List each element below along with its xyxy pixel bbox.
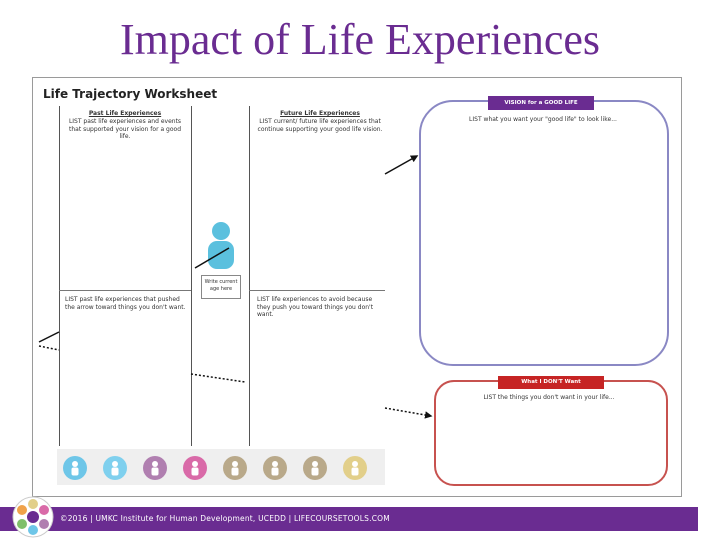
worksheet-title: Life Trajectory Worksheet [43, 87, 218, 101]
good-trajectory-arrow [384, 155, 419, 175]
future-negative-text: LIST life experiences to avoid because t… [257, 296, 374, 318]
trajectory-lines [38, 155, 433, 419]
bad-trajectory-dash-start [38, 345, 60, 351]
past-heading: Past Life Experiences [88, 110, 162, 117]
current-age-box[interactable]: Write current age here [201, 275, 241, 299]
bad-trajectory-start [38, 331, 60, 343]
future-left-border [249, 106, 250, 446]
slide-title: Impact of Life Experiences [119, 15, 601, 64]
teen-icon [183, 456, 207, 480]
lifecourse-logo-icon [12, 496, 54, 538]
vision-tag: VISION for a GOOD LIFE [488, 96, 594, 110]
past-right-border [191, 106, 192, 446]
children-icon [103, 456, 127, 480]
past-negative-text: LIST past life experiences that pushed t… [65, 296, 186, 311]
bad-trajectory-dash-mid [190, 373, 246, 383]
footer-text: ©2016 | UMKC Institute for Human Develop… [60, 514, 390, 523]
bad-trajectory-arrow [384, 407, 433, 419]
person-icon [208, 222, 234, 269]
dont-want-prompt: LIST the things you don't want in your l… [483, 394, 615, 401]
future-positive-text: LIST current/ future life experiences th… [257, 118, 383, 133]
adult-icon [223, 456, 247, 480]
dont-want-tag: What I DON'T Want [498, 376, 604, 389]
footer-bar [0, 507, 698, 531]
family-icon [303, 456, 327, 480]
future-divider [249, 290, 385, 291]
couple-icon [263, 456, 287, 480]
past-left-border [59, 106, 60, 446]
elder-icon [343, 456, 367, 480]
past-divider [59, 290, 191, 291]
good-trajectory-segment [194, 247, 230, 269]
infant-icon [63, 456, 87, 480]
past-positive-text: LIST past life experiences and events th… [68, 118, 182, 140]
future-heading: Future Life Experiences [280, 110, 360, 117]
vision-box[interactable] [419, 100, 669, 366]
vision-prompt: LIST what you want your "good life" to l… [469, 116, 617, 123]
youth-icon [143, 456, 167, 480]
life-trajectory-worksheet: Life Trajectory Worksheet Past Life Expe… [32, 77, 682, 497]
